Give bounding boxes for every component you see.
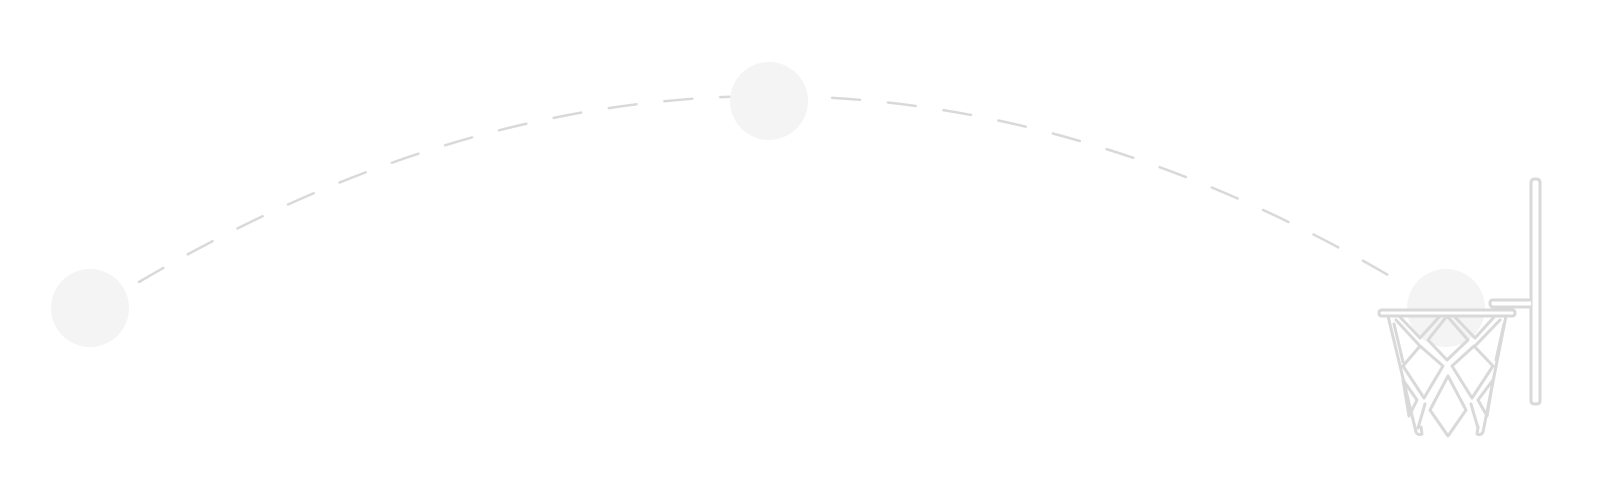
hoop-net-mesh	[1392, 314, 1506, 438]
trajectory-arc	[137, 94, 1402, 284]
ball-start-icon	[51, 269, 129, 347]
ball-apex-icon	[730, 62, 808, 140]
hoop-pole	[1529, 177, 1542, 406]
hoop-bracket	[1488, 298, 1533, 309]
hoop-net-outline	[1386, 314, 1508, 437]
basketball-hoop-icon	[1377, 177, 1542, 438]
